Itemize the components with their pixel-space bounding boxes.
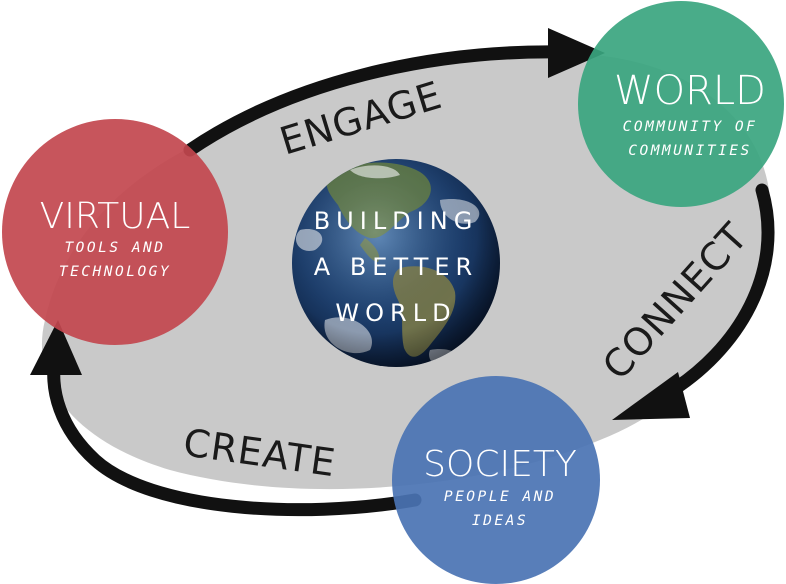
- globe-image: [292, 159, 500, 367]
- world-circle: [578, 1, 784, 207]
- globe-line-2: A BETTER: [314, 253, 478, 281]
- globe-line-3: WORLD: [335, 299, 456, 327]
- node-virtual: VIRTUAL TOOLS AND TECHNOLOGY: [2, 119, 228, 345]
- connect-arrowhead-icon: [612, 372, 690, 420]
- society-title: SOCIETY: [423, 444, 577, 485]
- globe-line-1: BUILDING: [314, 207, 479, 235]
- society-sub-2: IDEAS: [472, 513, 528, 529]
- world-sub-1: COMMUNITY OF: [623, 119, 758, 135]
- connect-arrow-icon: [658, 183, 775, 402]
- society-sub-1: PEOPLE AND: [444, 489, 556, 505]
- society-circle: [392, 376, 600, 584]
- engage-arrow-icon: [183, 45, 567, 157]
- virtual-sub-1: TOOLS AND: [64, 240, 165, 256]
- world-sub-2: COMMUNITIES: [628, 143, 752, 159]
- create-arrow-icon: [47, 353, 422, 517]
- engage-arrowhead-icon: [548, 28, 605, 78]
- node-world: WORLD COMMUNITY OF COMMUNITIES: [578, 1, 784, 207]
- world-title: WORLD: [614, 68, 766, 114]
- virtual-sub-2: TECHNOLOGY: [59, 264, 171, 280]
- virtual-title: VIRTUAL: [40, 196, 191, 237]
- node-society: SOCIETY PEOPLE AND IDEAS: [392, 376, 600, 584]
- virtual-circle: [2, 119, 228, 345]
- create-arrowhead-icon: [30, 320, 82, 375]
